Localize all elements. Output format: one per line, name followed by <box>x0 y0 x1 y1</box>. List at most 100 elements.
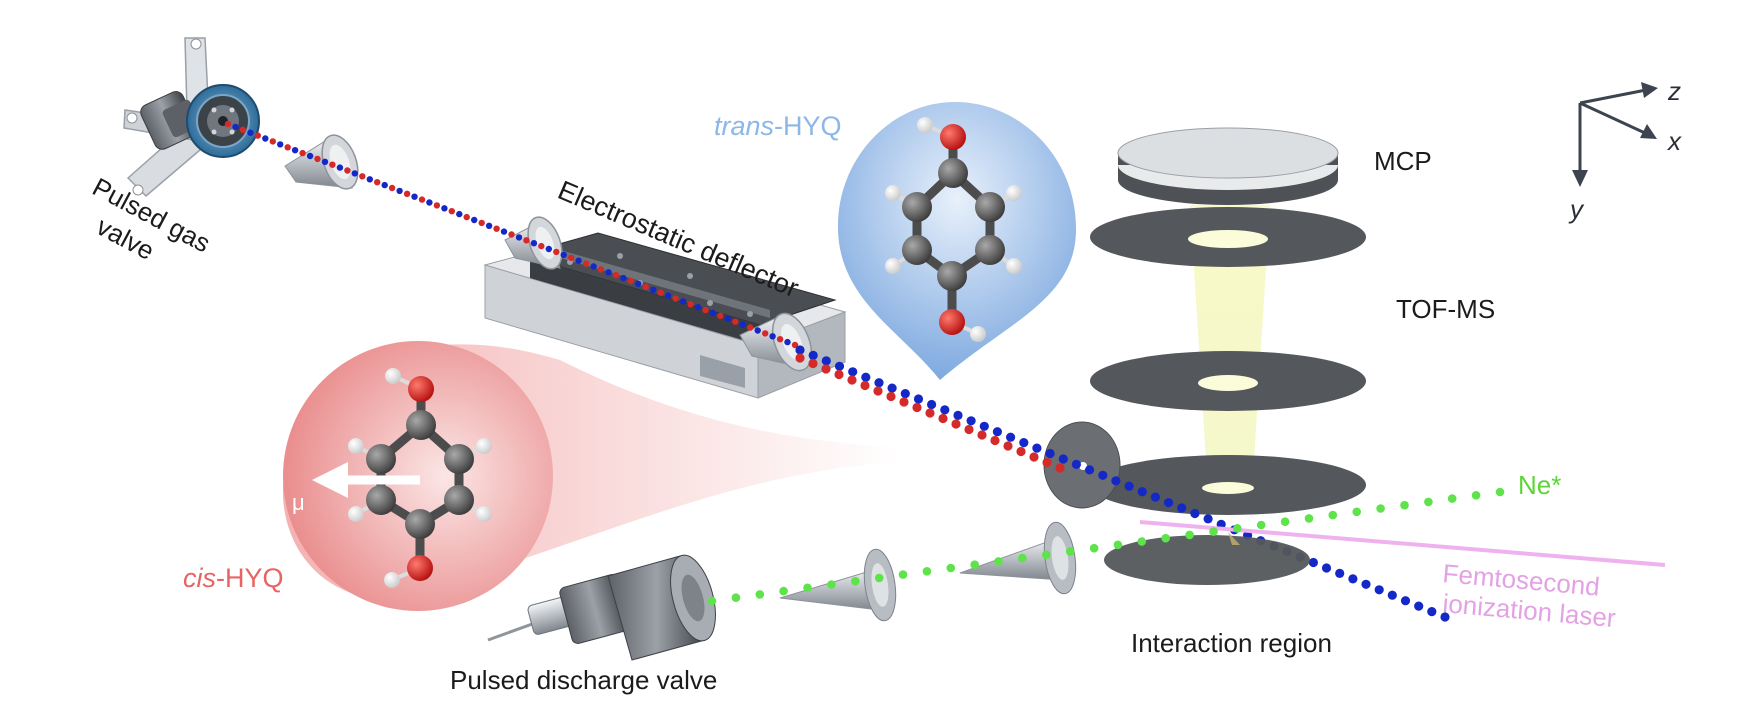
mixed-beam-dot <box>635 280 642 288</box>
cis-beam-dot <box>964 424 974 435</box>
ne-beam-dot <box>707 596 717 606</box>
mixed-beam-dot <box>247 129 254 136</box>
mixed-beam-dot <box>732 318 739 325</box>
cis-beam-dot <box>1055 463 1065 473</box>
mixed-beam-dot <box>791 341 799 349</box>
mixed-beam-dot <box>538 242 545 250</box>
ne-beam-dot <box>1089 543 1099 553</box>
mixed-beam-dot <box>568 254 575 261</box>
mixed-beam-dot <box>769 333 776 340</box>
molecular-beams <box>224 120 1450 622</box>
mixed-beam-dot <box>291 147 299 154</box>
mixed-beam-dot <box>359 173 366 180</box>
trans-beam-dot <box>900 389 910 399</box>
skimmer-aperture-disk <box>1043 421 1121 509</box>
trans-beam-dot <box>1374 585 1384 595</box>
mixed-beam-dot <box>411 193 418 200</box>
trans-beam-dot <box>874 378 884 388</box>
mixed-beam-dot <box>493 225 500 232</box>
mixed-beam-dot <box>724 315 732 322</box>
ne-beam-dot <box>1495 487 1505 497</box>
cis-beam-dot <box>977 430 987 440</box>
mixed-beam-dot <box>500 228 508 235</box>
cis-beam-dot <box>990 435 1000 446</box>
trans-beam-dot <box>887 383 897 393</box>
trans-hyq-molecule <box>885 117 1022 342</box>
mixed-beam-dot <box>702 306 709 314</box>
mixed-beam-dot <box>687 301 694 308</box>
tof-plate-3 <box>1090 455 1366 515</box>
mixed-beam-dot <box>441 205 448 212</box>
ne-beam-dot <box>1471 491 1481 500</box>
trans-beam-dot <box>1361 579 1371 589</box>
cis-beam-dot <box>1029 452 1039 462</box>
mixed-beam-dot <box>239 126 247 133</box>
mixed-beam-dot <box>456 210 463 218</box>
trans-beam-dot <box>953 410 963 420</box>
ne-beam-dot <box>1376 504 1385 513</box>
dipole-label: μ <box>292 490 305 515</box>
mixed-beam-dot <box>321 158 329 165</box>
trans-prefix: trans <box>714 111 774 141</box>
mixed-beam-dot <box>650 286 657 293</box>
trans-beam-dot <box>1414 601 1424 611</box>
trans-beam-dot <box>1321 563 1332 573</box>
trans-beam-dot <box>861 372 871 382</box>
mixed-beam-dot <box>739 321 746 328</box>
ne-beam-dot <box>1328 510 1338 520</box>
tof-ms-label: TOF-MS <box>1396 294 1495 324</box>
cis-beam-dot <box>1016 446 1026 457</box>
cis-suffix: -HYQ <box>216 563 284 593</box>
mixed-beam-dot <box>284 144 291 151</box>
mixed-beam-dot <box>388 184 396 192</box>
mixed-beam-dot <box>747 324 754 331</box>
trans-beam-dot <box>1071 459 1081 469</box>
ne-beam-dot <box>1304 514 1314 523</box>
mixed-beam-dot <box>374 179 381 186</box>
ne-beam-dot <box>755 590 765 599</box>
ne-beam-dot <box>1018 553 1027 563</box>
cis-hyq-molecule <box>348 368 492 588</box>
femtosecond-laser-beam <box>1139 520 1666 567</box>
tof-plate-2 <box>1090 351 1366 411</box>
axis-y-label: y <box>1568 194 1585 224</box>
trans-beam-dot <box>1400 596 1411 606</box>
mixed-beam-dot <box>426 199 433 206</box>
axis-x-label: x <box>1666 126 1682 156</box>
trans-beam-dot <box>808 350 818 360</box>
trans-beam-dot <box>795 345 805 355</box>
mixed-beam-dot <box>590 263 597 270</box>
mixed-beam-dot <box>403 190 411 197</box>
mixed-beam-dot <box>508 231 515 238</box>
mixed-beam-dot <box>381 181 388 189</box>
skimmer-cone-1 <box>284 134 359 190</box>
pulsed-discharge-valve-label: Pulsed discharge valve <box>450 665 717 695</box>
trans-beam-dot <box>966 416 976 426</box>
ne-beam-dot <box>1352 507 1361 517</box>
cis-beam-dot <box>951 419 961 429</box>
cis-beam-dot <box>938 413 948 424</box>
trans-hyq-bubble <box>837 102 1077 380</box>
cis-beam-dot <box>847 375 857 385</box>
trans-beam-dot <box>992 427 1003 437</box>
ne-beam-dot <box>1113 540 1123 550</box>
trans-beam-dot <box>940 405 950 415</box>
tof-plate-1 <box>1090 207 1366 267</box>
mixed-beam-dot <box>530 240 538 247</box>
ne-beam-dot <box>1137 537 1147 546</box>
mixed-beam-dot <box>299 149 306 157</box>
mixed-beam-dot <box>463 213 470 221</box>
trans-beam-dot <box>1427 607 1437 617</box>
mixed-beam-dot <box>784 338 791 346</box>
ne-beam-dot <box>970 560 979 569</box>
mixed-beam-dot <box>269 138 276 145</box>
dipole-arrow <box>312 462 420 498</box>
mixed-beam-dot <box>232 123 239 131</box>
cis-beam-dot <box>834 369 844 380</box>
trans-beam-dot <box>1164 498 1174 508</box>
axis-z-label: z <box>1667 76 1681 106</box>
mixed-beam-dot <box>448 208 455 215</box>
mixed-beam-dot <box>620 274 627 282</box>
tof-ms-assembly <box>1090 127 1366 515</box>
cis-beam-dot <box>912 402 922 413</box>
